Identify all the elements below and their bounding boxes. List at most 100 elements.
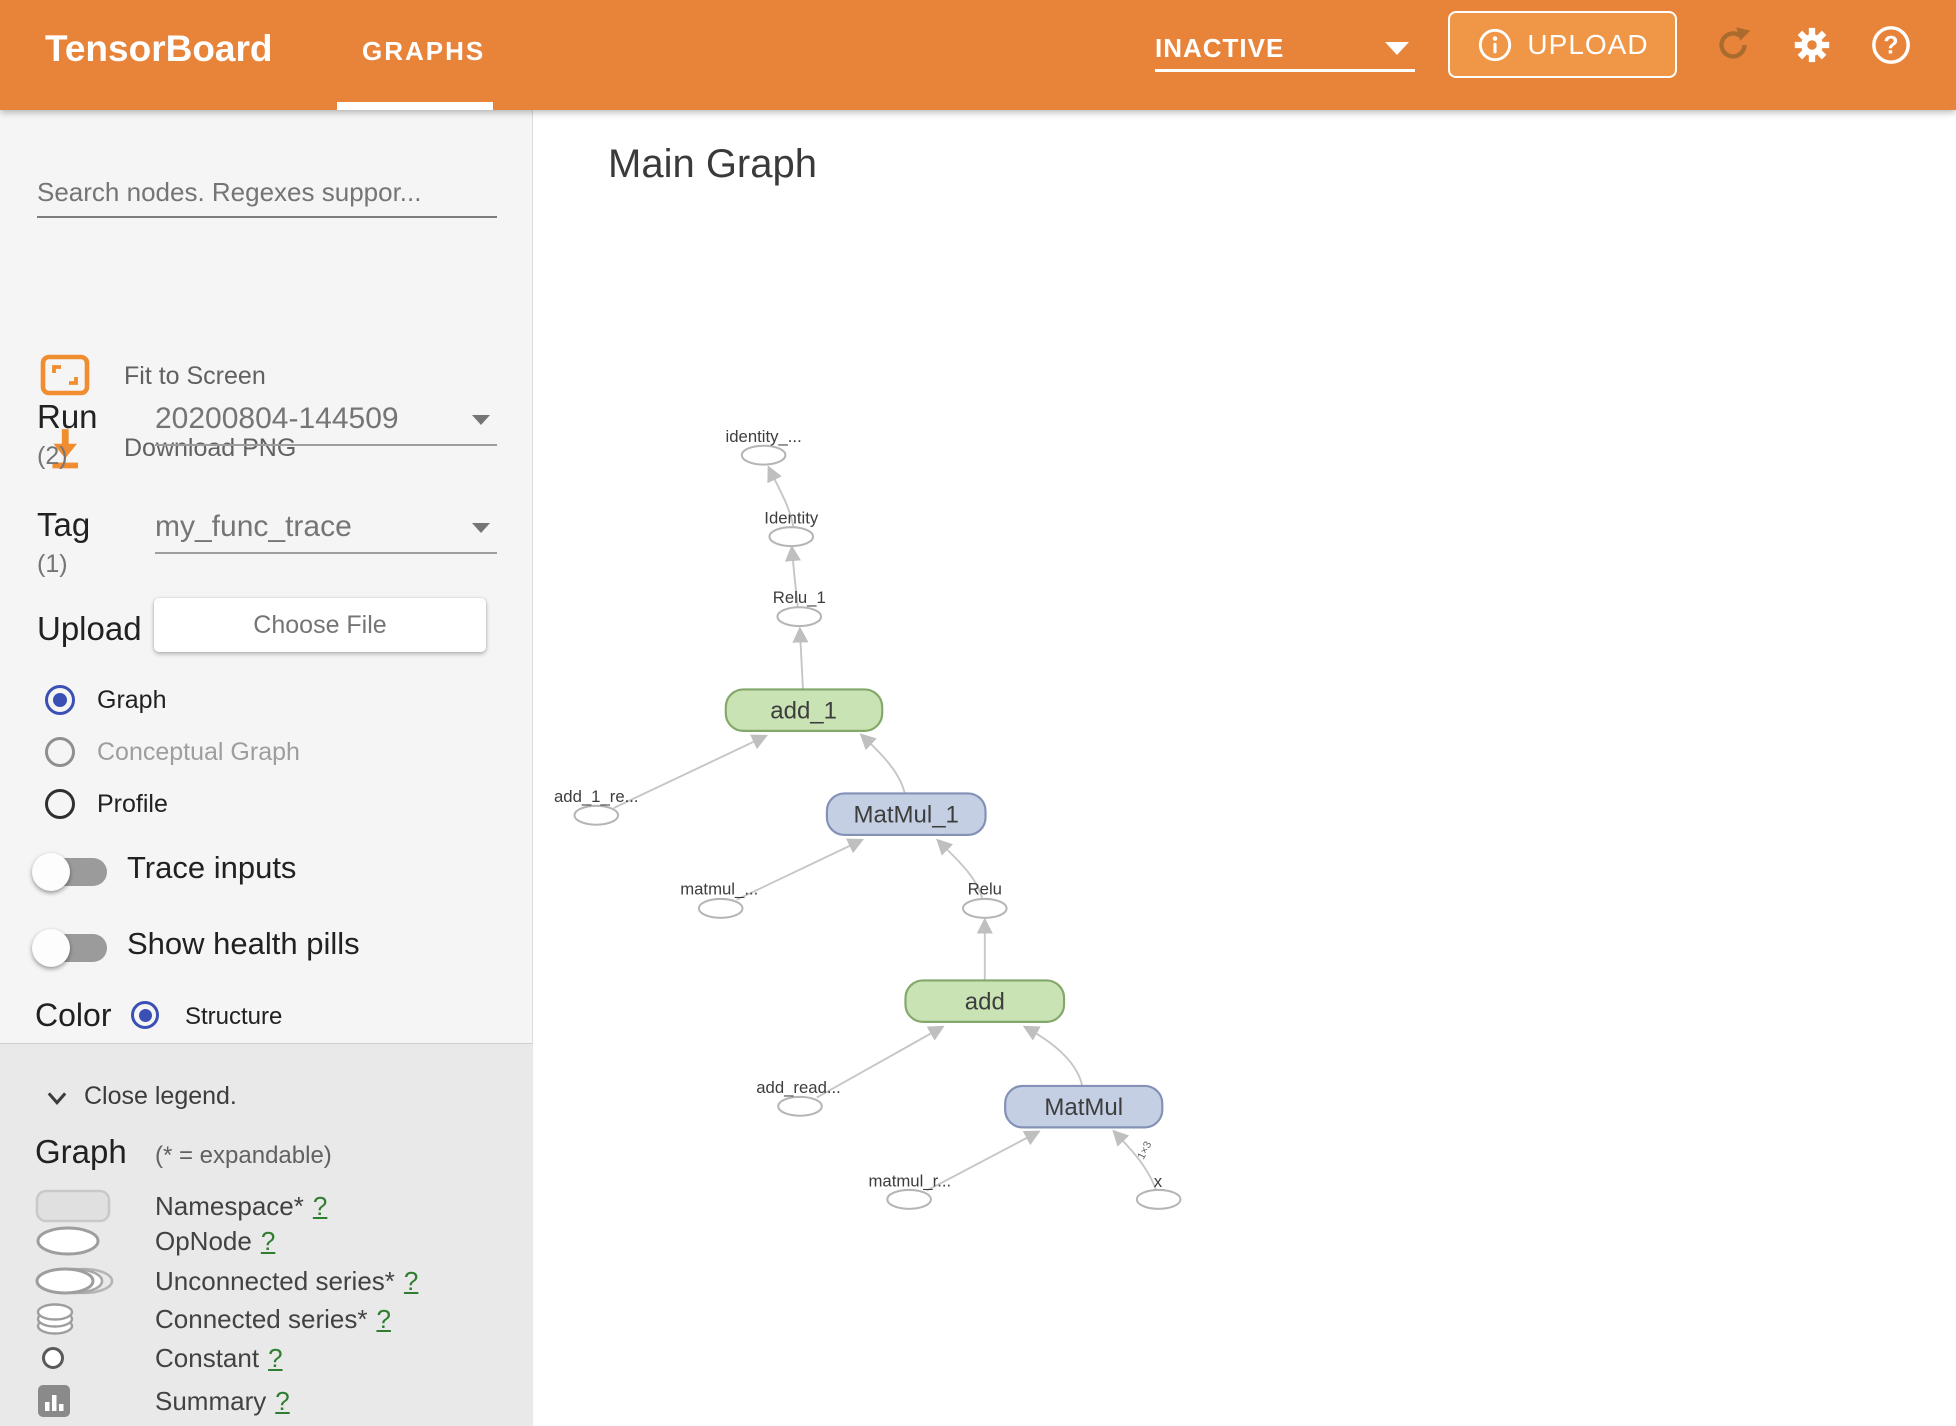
node-add-read-label: add_read... [756,1078,841,1097]
tab-active-indicator [337,102,493,110]
unconnected-series-help-link[interactable]: ? [403,1266,419,1296]
connected-series-help-link[interactable]: ? [376,1304,391,1334]
tag-count: (1) [37,550,68,578]
edge-relu-to-matmul1 [936,838,984,900]
node-relu-label: Relu [968,880,1002,899]
node-matmul-read-1-label: matmul_r... [869,1171,952,1190]
radio-profile-label: Profile [97,790,168,818]
tag-select-caret-icon[interactable] [472,523,490,533]
gear-icon[interactable] [1791,24,1833,66]
trace-inputs-toggle[interactable]: Trace inputs [0,850,533,894]
summary-icon [38,1385,70,1417]
color-structure-label: Structure [185,1003,283,1030]
edge-matmul1-to-add1 [859,733,906,794]
sidebar: Fit to Screen Download PNG Run (2) 20200… [0,110,533,1426]
node-add-1-box[interactable] [724,688,884,732]
legend-item-opnode: OpNode? [0,1223,533,1259]
app-title: TensorBoard [45,28,273,69]
svg-text:?: ? [1883,33,1898,60]
dropdown-underline [1155,69,1415,72]
trace-inputs-knob [32,853,70,891]
node-relu[interactable] [961,897,1008,919]
show-health-pills-toggle[interactable]: Show health pills [0,926,533,970]
node-add-box[interactable] [904,979,1066,1023]
color-by-row: Color Structure [0,995,533,1039]
radio-graph[interactable]: Graph [0,685,533,719]
run-select-value[interactable]: 20200804-144509 [155,402,399,435]
show-health-pills-label: Show health pills [127,926,360,961]
constant-icon [42,1347,64,1369]
run-count: (2) [37,442,68,470]
radio-profile-circle [45,789,75,819]
download-png-button[interactable]: Download PNG [0,422,533,480]
help-icon[interactable]: ? [1870,24,1912,66]
node-identity-out-label: identity_... [726,427,802,446]
node-identity-label: Identity [764,509,819,528]
legend-item-unconnected-series: Unconnected series*? [0,1263,533,1299]
node-add-1-read-label: add_1_re... [554,787,639,806]
edge-add1read-to-add1 [613,734,768,809]
refresh-icon[interactable] [1712,24,1754,66]
node-matmul-1-box[interactable] [825,792,987,837]
color-label: Color [35,997,112,1033]
node-add-box-label: add [965,989,1005,1016]
fit-to-screen-icon [40,354,90,396]
opnode-help-link[interactable]: ? [260,1226,276,1256]
tag-select-underline [155,552,497,554]
radio-conceptual-graph[interactable]: Conceptual Graph [0,737,533,771]
radio-conceptual-circle [45,737,75,767]
summary-help-link[interactable]: ? [275,1386,290,1416]
close-legend-button[interactable]: Close legend. [0,1079,533,1115]
legend-section: Close legend. Graph (* = expandable) Nam… [0,1043,533,1426]
edge-add1-to-relu1 [792,626,809,690]
choose-file-button[interactable]: Choose File [154,598,486,652]
node-add-1-read[interactable] [573,804,620,826]
node-add-read[interactable] [777,1095,823,1117]
edge-x-to-matmul [1112,1129,1157,1190]
legend-unconnected-series-label: Unconnected series* [155,1266,395,1296]
connected-series-icon [36,1303,74,1335]
edge-identity-to-identityout [767,465,795,528]
node-relu-1[interactable] [776,606,823,628]
namespace-help-link[interactable]: ? [312,1191,328,1221]
edge-matmulread1-to-matmul [926,1130,1041,1192]
trace-inputs-label: Trace inputs [127,850,297,885]
trace-inputs-track [32,853,107,891]
node-matmul-box[interactable] [1004,1084,1164,1129]
edge-matmulread-to-matmul1 [736,838,865,901]
graph-canvas[interactable]: 1×3 identity_... Identity Relu_1 add_1_r… [533,110,1956,1426]
node-relu-1-label: Relu_1 [773,588,826,607]
unconnected-series-icon [35,1267,114,1295]
run-label: Run [37,398,98,435]
tab-graphs[interactable]: GRAPHS [362,36,486,66]
legend-item-connected-series: Connected series*? [0,1301,533,1337]
radio-profile[interactable]: Profile [0,789,533,823]
constant-help-link[interactable]: ? [268,1343,283,1373]
download-png-label: Download PNG [124,434,297,462]
radio-conceptual-label: Conceptual Graph [97,738,300,766]
tag-label: Tag [37,506,91,543]
info-icon [1479,28,1512,61]
namespace-icon [35,1189,111,1223]
search-input[interactable] [37,168,497,218]
legend-item-constant: Constant? [0,1340,533,1376]
run-select-caret-icon[interactable] [472,415,490,425]
upload-button[interactable]: UPLOAD [1448,11,1677,78]
node-add-1-box-label: add_1 [770,698,837,725]
node-identity-out[interactable] [740,444,787,466]
main-graph-pane: Main Graph 1×3 [533,110,1956,1426]
legend-constant-label: Constant [155,1343,260,1373]
tag-select-value[interactable]: my_func_trace [155,510,352,543]
fit-to-screen-button[interactable]: Fit to Screen [0,350,533,408]
node-identity[interactable] [768,526,815,548]
color-structure-radio[interactable] [131,1001,159,1029]
node-matmul-read[interactable] [697,897,744,919]
node-x[interactable] [1135,1188,1182,1210]
radio-graph-circle [45,685,75,715]
node-matmul-read-1[interactable] [886,1188,932,1210]
health-pills-knob [32,929,70,967]
page-title: Main Graph [608,142,817,186]
node-matmul-box-label: MatMul [1044,1094,1123,1121]
env-status-dropdown[interactable]: INACTIVE [1155,0,1417,110]
env-status-label: INACTIVE [1155,33,1285,63]
